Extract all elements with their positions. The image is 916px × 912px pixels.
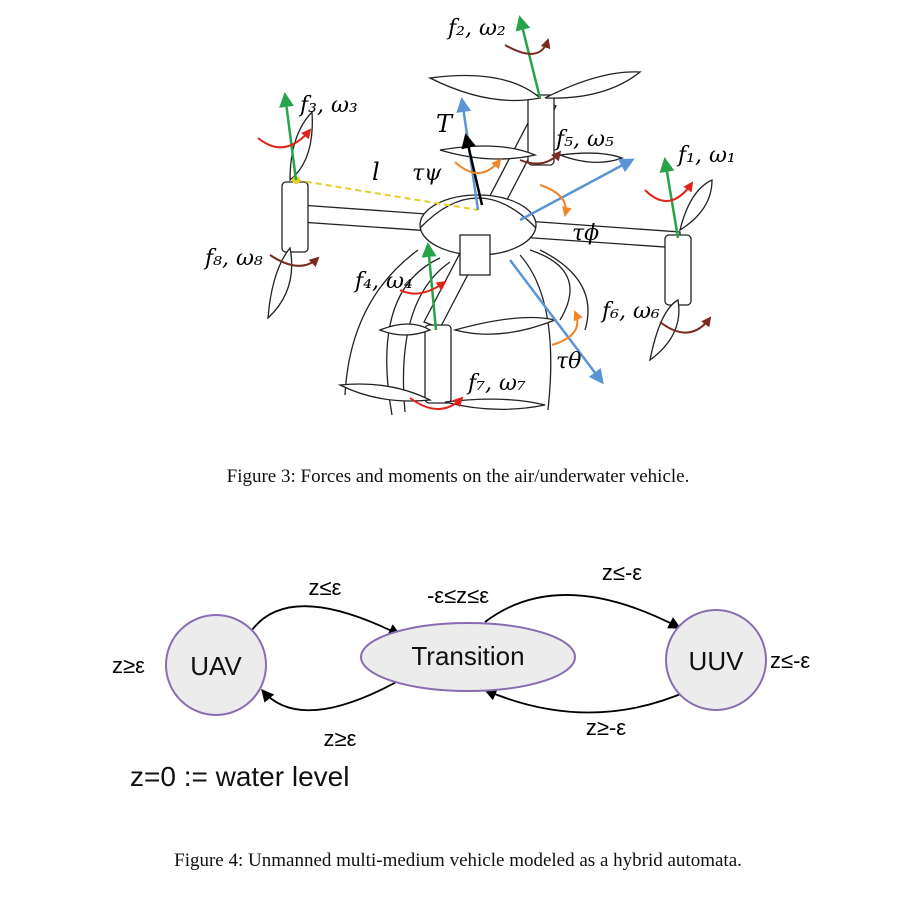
label-f8: f₈, ω₈ <box>203 246 263 271</box>
label-f4: f₄, ω₄ <box>353 269 413 294</box>
state-uuv <box>665 609 767 711</box>
guard-uav-self: z≥ε <box>112 653 145 678</box>
guard-uav-to-transition: z≤ε <box>309 575 342 600</box>
label-f2: f₂, ω₂ <box>446 16 506 41</box>
water-level-note: z=0 := water level <box>130 761 349 792</box>
edge-uav-to-transition <box>251 605 402 636</box>
total-thrust-arrow <box>461 133 484 206</box>
state-uav <box>165 614 267 716</box>
label-tau-phi: τϕ <box>572 221 599 246</box>
rotation-arrows <box>257 38 712 410</box>
figure-3: f₂, ω₂ f₃, ω₃ f₁, ω₁ f₅, ω₅ f₈, ω₈ f₄, ω… <box>203 15 736 416</box>
state-uuv-label: UUV <box>689 646 745 676</box>
vehicle-diagram: f₂, ω₂ f₃, ω₃ f₁, ω₁ f₅, ω₅ f₈, ω₈ f₄, ω… <box>203 15 736 416</box>
label-f1: f₁, ω₁ <box>676 143 736 168</box>
label-arm-length: l <box>372 158 380 186</box>
guard-transition-to-uuv: z≤-ε <box>602 560 642 585</box>
guard-uuv-self: z≤-ε <box>770 648 810 673</box>
edge-transition-to-uav <box>261 679 401 712</box>
state-uav-label: UAV <box>190 651 242 681</box>
label-f6: f₆, ω₆ <box>600 299 660 324</box>
label-tau-theta: τθ <box>556 349 581 374</box>
state-transition-label: Transition <box>411 641 524 671</box>
label-f7: f₇, ω₇ <box>466 371 526 396</box>
label-f5: f₅, ω₅ <box>554 127 614 152</box>
figure-3-caption: Figure 3: Forces and moments on the air/… <box>226 466 690 487</box>
guard-transition-to-uav: z≥ε <box>324 726 357 751</box>
automaton-edges <box>251 594 691 714</box>
figure-4-caption: Figure 4: Unmanned multi-medium vehicle … <box>174 850 742 871</box>
figure-4: UAV Transition UUV z≤ε z≥ε -ε≤z≤ε z≤-ε z… <box>0 540 916 800</box>
label-thrust: T <box>436 110 454 138</box>
label-tau-psi: τψ <box>412 161 442 186</box>
thrust-arrows <box>279 15 680 331</box>
edge-transition-to-uuv <box>484 594 682 629</box>
guard-uuv-to-transition: z≥-ε <box>586 715 626 740</box>
label-f3: f₃, ω₃ <box>298 93 358 118</box>
edge-uuv-to-transition <box>483 688 691 714</box>
state-transition <box>360 622 576 692</box>
arm-length-line <box>295 179 479 211</box>
vehicle-frame <box>267 71 713 416</box>
hybrid-automaton-diagram: UAV Transition UUV z≤ε z≥ε -ε≤z≤ε z≤-ε z… <box>112 560 810 792</box>
guard-transition-self: -ε≤z≤ε <box>427 583 489 608</box>
